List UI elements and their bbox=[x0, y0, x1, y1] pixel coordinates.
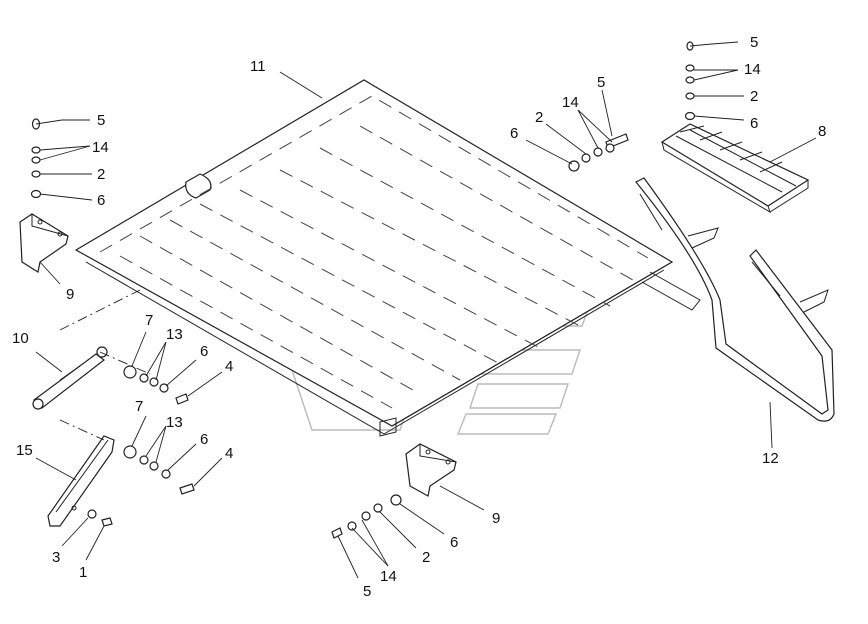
leader-lines bbox=[35, 41, 817, 579]
callout-7-lower: 7 bbox=[135, 398, 144, 415]
rod-frame bbox=[635, 177, 835, 422]
callout-12: 12 bbox=[762, 450, 779, 467]
tray-part bbox=[660, 123, 810, 214]
callout-1: 1 bbox=[79, 564, 88, 581]
hardware-stack-right bbox=[684, 41, 713, 121]
callout-7-upper: 7 bbox=[145, 312, 154, 329]
callout-9-right: 9 bbox=[492, 510, 501, 527]
callout-6-panel: 6 bbox=[510, 125, 519, 142]
bracket-left bbox=[19, 213, 69, 273]
cover-panel bbox=[74, 79, 701, 437]
hardware-cluster-panel bbox=[568, 133, 629, 172]
hardware-row-upper bbox=[123, 365, 189, 405]
hardware-stack-bottom bbox=[331, 494, 402, 539]
gas-strut bbox=[32, 346, 108, 410]
callout-4-lower: 4 bbox=[225, 445, 234, 462]
gusset-plate bbox=[47, 435, 115, 527]
callout-3: 3 bbox=[52, 549, 61, 566]
callout-6-left: 6 bbox=[97, 192, 106, 209]
callout-2-panel: 2 bbox=[535, 109, 544, 126]
callout-6-top-right: 6 bbox=[750, 115, 759, 132]
callout-14-bottom: 14 bbox=[380, 568, 397, 585]
callout-6-bottom: 6 bbox=[450, 534, 459, 551]
callout-5-bottom: 5 bbox=[363, 583, 372, 600]
callout-8: 8 bbox=[818, 123, 827, 140]
hardware-gusset bbox=[87, 509, 113, 527]
callout-13-upper: 13 bbox=[166, 326, 183, 343]
callout-5-panel: 5 bbox=[597, 74, 606, 91]
callout-13-lower: 13 bbox=[166, 414, 183, 431]
callout-2-bottom: 2 bbox=[422, 549, 431, 566]
callout-2-top-right: 2 bbox=[750, 88, 759, 105]
bracket-right bbox=[405, 443, 457, 497]
callout-14-left: 14 bbox=[92, 139, 109, 156]
callout-14-top-right: 14 bbox=[744, 61, 761, 78]
callout-5-top-right: 5 bbox=[750, 34, 759, 51]
callout-10: 10 bbox=[12, 330, 29, 347]
hardware-row-lower bbox=[123, 445, 195, 495]
callout-5-left: 5 bbox=[97, 112, 106, 129]
callout-6-upper: 6 bbox=[200, 343, 209, 360]
callout-14-panel: 14 bbox=[562, 94, 579, 111]
hardware-stack-left bbox=[30, 118, 63, 199]
callout-15: 15 bbox=[16, 442, 33, 459]
callout-6-lower: 6 bbox=[200, 431, 209, 448]
callout-11: 11 bbox=[250, 58, 266, 75]
callout-2-left: 2 bbox=[97, 166, 106, 183]
callout-4-upper: 4 bbox=[225, 358, 234, 375]
assembly-lines bbox=[59, 289, 151, 441]
callout-9-left: 9 bbox=[66, 286, 75, 303]
